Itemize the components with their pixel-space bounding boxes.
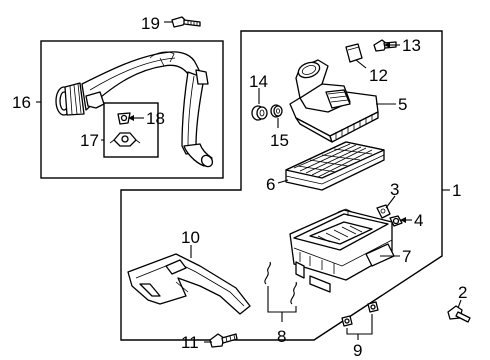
callout-8: 8: [277, 327, 286, 346]
clip-3-icon: [376, 204, 391, 219]
callout-4: 4: [414, 211, 423, 230]
callout-10: 10: [181, 228, 200, 247]
callout-17: 17: [80, 131, 99, 150]
bolt-2-icon: [447, 305, 471, 323]
clip-8-icon: [264, 261, 297, 305]
callout-1: 1: [452, 181, 461, 200]
outlet-tube-group-frame: [40, 40, 224, 179]
grommet-14-icon: [251, 105, 268, 121]
air-cleaner-housing-icon: [289, 208, 395, 293]
clip-9-icon: [341, 301, 379, 327]
callout-7: 7: [402, 247, 411, 266]
clip-18-icon: [117, 112, 131, 125]
callout-18: 18: [146, 109, 165, 128]
nut-4-icon: [389, 215, 403, 227]
air-cleaner-cover-icon: [289, 59, 379, 143]
bolt-19-icon: [171, 16, 201, 28]
callout-6: 6: [266, 175, 275, 194]
grommet-15-icon: [270, 104, 283, 118]
air-filter-icon: [285, 141, 385, 191]
callout-3: 3: [390, 180, 399, 199]
sensor-12-icon: [345, 43, 363, 63]
bracket-17-icon: [109, 132, 141, 147]
callout-16: 16: [12, 93, 31, 112]
callout-5: 5: [398, 95, 407, 114]
callout-15: 15: [270, 131, 289, 150]
bolt-11-icon: [209, 333, 238, 348]
leader-lines: [36, 21, 462, 343]
outlet-tube-icon: [55, 51, 214, 168]
callout-12: 12: [369, 66, 388, 85]
clamp-group-frame: [103, 102, 159, 158]
callout-9: 9: [353, 341, 362, 360]
callout-2: 2: [458, 283, 467, 302]
support-bracket-icon: [127, 253, 251, 315]
callout-14: 14: [249, 72, 268, 91]
callout-13: 13: [402, 36, 421, 55]
callout-11: 11: [181, 333, 199, 352]
callout-19: 19: [141, 14, 160, 33]
